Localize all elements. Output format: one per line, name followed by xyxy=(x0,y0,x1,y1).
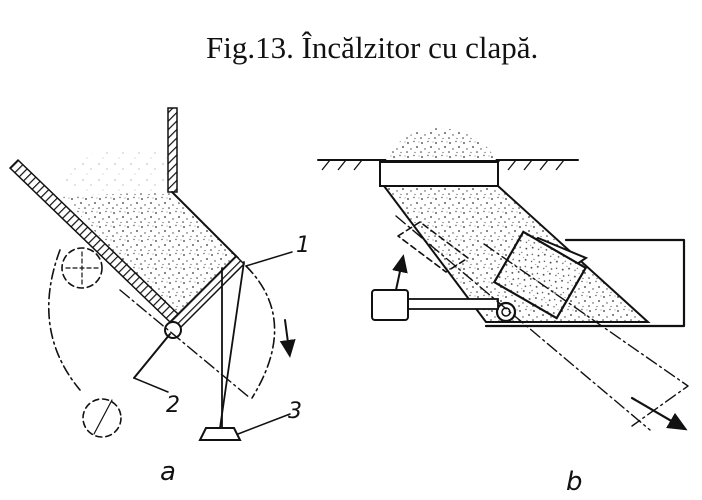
panel-b-counterweight xyxy=(371,289,409,321)
panel-a-axis-line xyxy=(119,289,251,399)
panel-a-right-arc xyxy=(245,265,276,399)
panel-a-lever xyxy=(133,333,171,379)
panel-b-lever-arm xyxy=(407,298,499,310)
panel-a-upper-edge xyxy=(171,191,239,259)
panel-a-sand-fill xyxy=(62,192,238,318)
panel-a-pedal xyxy=(198,427,242,441)
panel-a-label: a xyxy=(160,457,176,487)
panel-a-leader-1 xyxy=(245,251,293,267)
panel-b-sand-heap xyxy=(386,128,496,160)
panel-a-leader-3 xyxy=(237,413,291,435)
panel-b-ground-hatch xyxy=(321,159,565,171)
panel-b-top-frame xyxy=(379,161,499,187)
panel-a-swing-arc xyxy=(47,249,81,391)
panel-b-label: b xyxy=(566,467,583,497)
panel-b-axis-line xyxy=(395,215,651,431)
panel-a-rod xyxy=(219,261,245,429)
panel-b-container xyxy=(484,238,686,328)
panel-b-discharge-arrow xyxy=(630,396,688,431)
panel-a-rotation-arrow xyxy=(279,319,296,358)
panel-b-discharge-outline xyxy=(483,243,689,427)
callout-2: 2 xyxy=(166,393,180,418)
callout-1: 1 xyxy=(296,233,310,258)
panel-a: 1 2 3 a xyxy=(8,107,310,487)
panel-a-counterweight-bottom-mark xyxy=(93,399,113,435)
panel-a-leader-2 xyxy=(133,377,169,393)
panel-b-dashed-flap xyxy=(397,221,469,273)
panel-b: b xyxy=(317,128,689,497)
callout-3: 3 xyxy=(288,399,302,424)
panel-b-lift-arrow xyxy=(392,254,408,291)
figure-title: Fig.13. Încălzitor cu clapă. xyxy=(206,30,538,65)
panel-a-counterweight-bottom xyxy=(82,398,122,438)
panel-a-loose-sand xyxy=(60,150,168,198)
panel-a-vertical-wall xyxy=(167,107,178,193)
panel-a-counterweight-top xyxy=(61,247,103,289)
panel-b-flap-body xyxy=(492,230,588,320)
